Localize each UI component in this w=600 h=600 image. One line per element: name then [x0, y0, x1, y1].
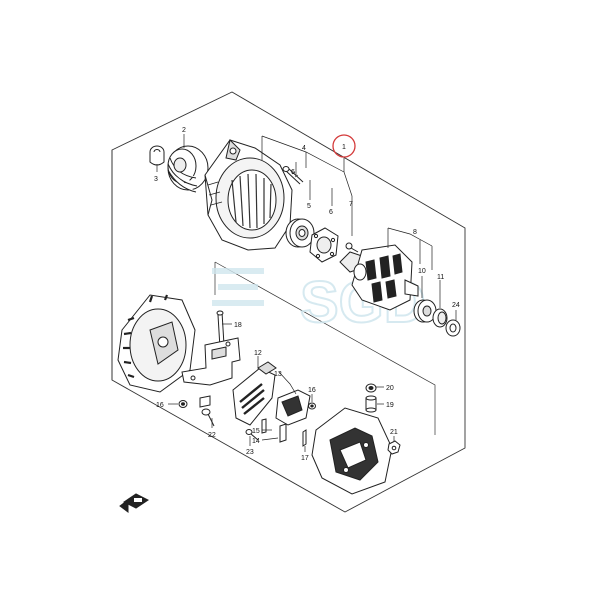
callout-12: 12 — [254, 350, 262, 357]
part-bearing-plate — [309, 227, 339, 263]
callout-22: 22 — [208, 432, 216, 439]
callout-labels: 1 2 3 4 5 6 7 8 6 10 11 12 13 14 15 16 1… — [154, 127, 460, 462]
part-rear-bearing — [413, 299, 437, 323]
callout-3: 3 — [154, 176, 158, 183]
callout-8: 8 — [413, 229, 417, 236]
callout-13: 13 — [274, 371, 282, 378]
highlight-circle — [332, 134, 356, 158]
part-drive-end-frame — [204, 139, 293, 251]
part-washer — [445, 319, 461, 337]
part-front-bearing — [285, 218, 315, 248]
part-insulator — [365, 395, 377, 413]
part-pulley — [167, 145, 209, 193]
callout-10: 10 — [418, 268, 426, 275]
part-rear-cover — [311, 407, 393, 495]
part-stud-bolt — [282, 166, 304, 185]
callout-21: 21 — [390, 429, 398, 436]
part-brush — [261, 418, 287, 443]
part-cover-nut — [387, 440, 401, 455]
part-bolt-left — [178, 400, 188, 408]
callout-7: 7 — [349, 201, 353, 208]
callout-11: 11 — [437, 274, 444, 281]
part-terminal-nut — [365, 383, 377, 393]
callout-24: 24 — [452, 302, 460, 309]
part-bolt-22 — [201, 408, 215, 427]
part-screw — [345, 242, 359, 253]
callout-23: 23 — [246, 449, 254, 456]
front-arrow-icon — [119, 493, 149, 513]
callout-4: 4 — [302, 145, 306, 152]
callout-6: 6 — [329, 209, 333, 216]
part-brush-holder — [232, 361, 277, 426]
part-bolt-right — [308, 402, 316, 410]
callout-16-right: 16 — [308, 387, 316, 394]
callout-5: 5 — [307, 203, 311, 210]
part-bolt-23 — [245, 429, 259, 441]
part-regulator — [275, 389, 311, 426]
callout-17: 17 — [301, 455, 309, 462]
part-bearing-cover — [432, 308, 448, 328]
part-rotor — [339, 244, 419, 311]
leader-lines — [156, 134, 457, 452]
part-bolt-17 — [302, 429, 307, 447]
callout-20: 20 — [386, 385, 394, 392]
assembly-frame — [111, 91, 466, 513]
callout-18: 18 — [234, 322, 242, 329]
callout-1: 1 — [342, 144, 346, 151]
part-nut — [149, 145, 165, 166]
callout-19: 19 — [386, 402, 394, 409]
callout-16-left: 16 — [156, 402, 164, 409]
callout-2: 2 — [182, 127, 186, 134]
callout-14: 14 — [252, 438, 260, 445]
callout-9: 6 — [291, 169, 295, 176]
part-rectifier — [181, 310, 241, 408]
callout-15: 15 — [252, 428, 260, 435]
part-stator — [117, 294, 196, 393]
